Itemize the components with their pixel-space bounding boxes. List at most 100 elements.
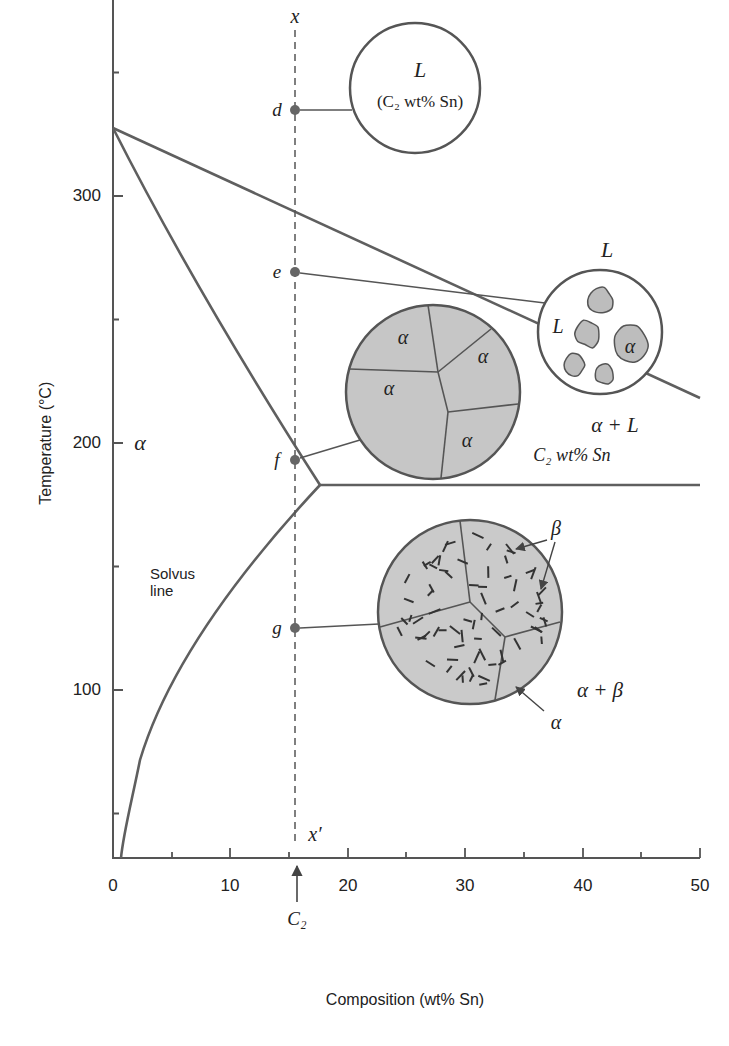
beta-particle bbox=[537, 605, 541, 613]
beta-particle bbox=[478, 586, 487, 588]
beta-particle bbox=[469, 584, 479, 586]
solid-particle bbox=[614, 325, 648, 362]
phase-symbol: α bbox=[398, 326, 409, 349]
beta-particle bbox=[514, 638, 520, 649]
beta-particle bbox=[480, 613, 483, 620]
beta-particle bbox=[404, 599, 413, 603]
microstructure-circle bbox=[346, 305, 520, 479]
point-label: e bbox=[273, 261, 281, 283]
state-point bbox=[290, 105, 300, 115]
beta-particle bbox=[463, 619, 471, 621]
beta-particle bbox=[461, 675, 463, 682]
point-label: f bbox=[274, 449, 279, 471]
beta-particle bbox=[531, 626, 542, 632]
beta-particle bbox=[456, 671, 465, 680]
line-end-label: x bbox=[291, 5, 300, 28]
grain-boundary bbox=[438, 329, 491, 372]
beta-particle bbox=[415, 637, 426, 638]
axes bbox=[113, 0, 700, 858]
beta-particle bbox=[409, 615, 411, 622]
tick-label: 40 bbox=[574, 876, 593, 896]
beta-particle bbox=[499, 661, 506, 665]
beta-particle bbox=[479, 649, 485, 661]
grain-boundary bbox=[441, 412, 448, 478]
phase-symbol: L bbox=[414, 57, 426, 82]
axis-title: Composition (wt% Sn) bbox=[326, 991, 484, 1009]
beta-particle bbox=[429, 609, 441, 614]
beta-particle bbox=[487, 566, 489, 578]
beta-particle bbox=[469, 667, 474, 676]
beta-particle bbox=[488, 663, 496, 666]
tick-label: 0 bbox=[108, 876, 117, 896]
beta-particle bbox=[413, 617, 423, 624]
grain-boundary bbox=[470, 602, 505, 637]
beta-particle bbox=[432, 556, 439, 563]
beta-particle bbox=[401, 618, 407, 624]
solid-particle bbox=[564, 353, 585, 376]
composition-arrow bbox=[296, 866, 298, 902]
beta-particle bbox=[439, 629, 447, 631]
state-point bbox=[290, 267, 300, 277]
beta-particle bbox=[479, 683, 487, 685]
beta-particle bbox=[496, 608, 505, 611]
callout-arrow bbox=[516, 540, 547, 549]
tick-label: 200 bbox=[73, 433, 101, 453]
line-end-label: x′ bbox=[308, 823, 321, 846]
leader-line bbox=[300, 624, 379, 628]
solvus-line bbox=[121, 485, 320, 858]
point-label: g bbox=[272, 617, 282, 639]
phase-symbol: α bbox=[478, 345, 489, 368]
axis-title: Temperature (°C) bbox=[37, 382, 55, 505]
beta-particle bbox=[405, 574, 410, 583]
beta-particle bbox=[481, 593, 486, 604]
beta-particle bbox=[478, 676, 490, 681]
beta-particle bbox=[531, 567, 535, 579]
beta-particle bbox=[447, 666, 452, 673]
phase-symbol: α bbox=[462, 429, 473, 452]
beta-particle bbox=[445, 572, 452, 578]
grain-boundary bbox=[380, 602, 470, 627]
beta-particle bbox=[462, 630, 463, 642]
beta-particle bbox=[473, 620, 475, 629]
microstructure-circle: αααα bbox=[346, 305, 520, 479]
state-point bbox=[290, 455, 300, 465]
beta-particle bbox=[443, 541, 448, 552]
node-shape bbox=[350, 23, 480, 153]
beta-particle bbox=[434, 627, 439, 637]
solid-particle bbox=[595, 364, 613, 384]
beta-particle bbox=[536, 603, 544, 604]
callout-label: β bbox=[551, 517, 561, 540]
beta-particle bbox=[458, 559, 468, 563]
beta-particle bbox=[450, 626, 460, 634]
beta-particle bbox=[540, 636, 543, 644]
phase-region-label: α + L bbox=[591, 413, 638, 437]
leader-line bbox=[300, 109, 352, 111]
beta-particle bbox=[540, 618, 548, 622]
microstructure-circle: βα bbox=[378, 520, 562, 704]
beta-particle bbox=[474, 637, 482, 640]
beta-particle bbox=[506, 544, 514, 554]
phase-symbol: α bbox=[625, 335, 636, 358]
node-shape bbox=[378, 520, 562, 704]
eutectic-isotherm bbox=[320, 484, 700, 487]
beta-particle bbox=[492, 628, 501, 636]
grain-boundary bbox=[428, 305, 438, 372]
tick-label: 20 bbox=[339, 876, 358, 896]
microstructure-circle bbox=[350, 23, 480, 153]
phase-region-label: α bbox=[134, 430, 146, 455]
beta-particle bbox=[537, 592, 541, 603]
composition-label: C₂ wt% Sn bbox=[533, 445, 610, 466]
beta-particle bbox=[535, 627, 542, 632]
beta-particle bbox=[426, 661, 435, 667]
node-shape bbox=[346, 305, 520, 479]
grain-boundary bbox=[438, 372, 448, 412]
callout-arrow bbox=[516, 687, 544, 711]
state-point bbox=[290, 623, 300, 633]
beta-particle bbox=[439, 570, 448, 571]
callout-label: α bbox=[551, 711, 562, 734]
microstructure-circle bbox=[538, 270, 662, 394]
phase-symbol: L bbox=[552, 315, 563, 338]
beta-particle bbox=[454, 645, 464, 647]
curve-label: Solvus line bbox=[150, 565, 212, 600]
